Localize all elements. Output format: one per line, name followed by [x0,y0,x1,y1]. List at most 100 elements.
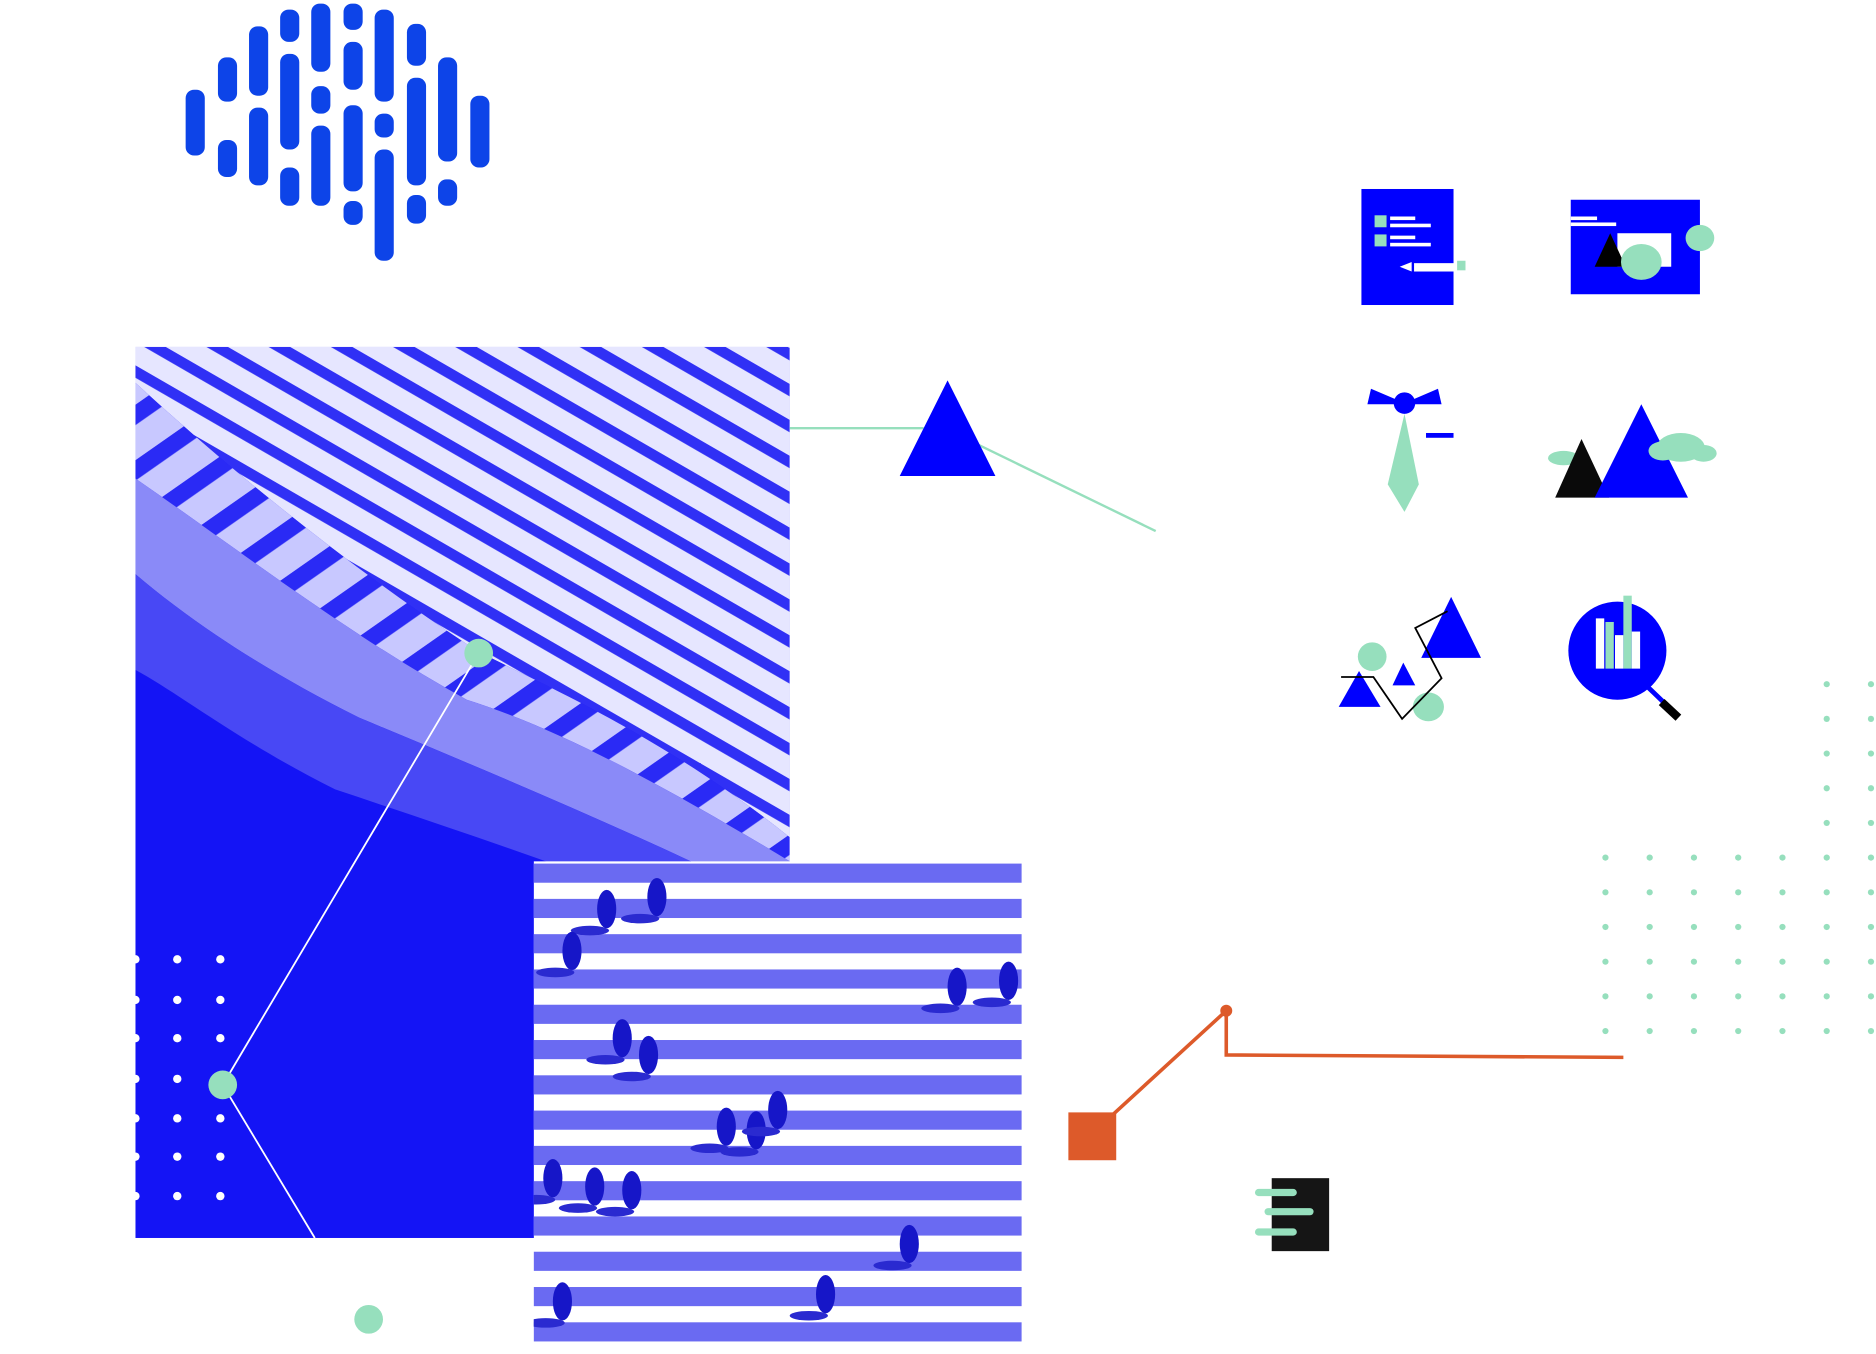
pedestrian-shadow [558,1203,598,1213]
mint-dot [1690,993,1698,1000]
mint-dot [1867,715,1875,722]
mint-dot [1602,889,1609,896]
mint-dot [1867,1027,1875,1035]
mint-dot [1823,819,1830,827]
pedestrian-shadow [873,1260,912,1271]
logo-bar [280,167,300,206]
white-dot [173,1074,182,1084]
orange-node [1220,1004,1233,1017]
mint-dot [1823,1027,1830,1035]
logo-bar [343,105,363,192]
mint-dot [1602,993,1609,1000]
pedestrian-shadow [921,1003,960,1014]
crosswalk-stripe [533,1216,1022,1236]
white-dot [216,1114,225,1123]
logo-bar [343,3,363,30]
logo-bar [280,9,300,42]
triangle-icon [899,380,996,477]
pedestrian [815,1275,836,1314]
pedestrian [562,931,582,971]
pedestrian [716,1107,736,1146]
mint-dot [1779,958,1786,965]
white-dot [173,1114,182,1123]
logo-bar [470,95,490,168]
mint-dot [1823,889,1830,896]
crosswalk-stripe [533,934,1022,954]
mint-node [354,1304,384,1334]
crosswalk-stripe [533,1075,1022,1095]
mint-dot [1646,854,1653,861]
mint-dot [1867,923,1875,931]
mint-dot [1823,923,1830,931]
mint-dot [1779,889,1786,896]
mint-dot [1602,958,1609,965]
white-dot [131,1034,140,1043]
logo-bar [311,125,331,206]
white-dot [131,1191,140,1201]
crosswalk-stripe [533,1181,1022,1201]
white-dot [216,1191,225,1201]
logo-bar [280,53,300,150]
pedestrian [638,1035,659,1075]
white-dot [173,1191,182,1201]
pedestrian-shadow [536,967,575,978]
abstract-shapes-icon [1338,596,1482,722]
mint-dot [1646,993,1653,1000]
mint-dot [1867,854,1875,861]
mint-dot-grid [1602,681,1875,1035]
pedestrian-shadow [741,1126,781,1137]
mint-dot [1823,715,1830,722]
logo-bar [185,89,205,156]
mint-dot [1646,1027,1653,1035]
mint-dot [1735,1027,1742,1035]
document-list-icon [1361,188,1466,306]
logo-bar [311,3,331,72]
mint-dot [1735,854,1742,861]
pedestrian-shadow [612,1071,651,1082]
pedestrian [612,1019,632,1058]
pedestrian [999,961,1019,1000]
white-dot [173,1034,182,1043]
mint-dot [1867,819,1875,827]
mint-dot [1867,958,1875,965]
pedestrian [622,1170,642,1210]
mint-dot [1867,681,1875,688]
logo-bar [311,86,331,114]
mint-dot [1867,750,1875,757]
white-dot [131,995,140,1005]
white-dot-grid [131,955,225,1201]
pedestrian-shadow [720,1147,759,1157]
mint-dot [1735,923,1742,931]
mint-dot [1867,889,1875,896]
mint-dot [1823,750,1830,757]
mint-dot [1602,923,1609,931]
mint-dot [1867,785,1875,792]
white-dot [131,1152,140,1161]
necktie-icon [1367,388,1454,512]
mint-dot [1690,1027,1698,1035]
white-dot [216,1152,225,1161]
crosswalk-stripe [533,969,1022,989]
mint-dot [1646,923,1653,931]
mint-dot [1867,993,1875,1000]
mint-node [208,1070,238,1100]
mint-dot [1602,854,1609,861]
white-dot [173,1152,182,1161]
crosswalk-stripe [533,1322,1022,1342]
logo-bar [343,41,363,90]
pedestrian-shadow [789,1310,828,1321]
logo-bar [374,113,394,138]
white-dot [216,955,225,964]
mint-dot [1779,854,1786,861]
white-dot [131,1074,140,1084]
logo-bar [249,107,269,186]
mint-dot [1735,993,1742,1000]
logo-bar [406,77,427,186]
mint-dot [1779,993,1786,1000]
mint-dot [1823,785,1830,792]
logo-bar [374,149,394,261]
mint-node [464,638,494,668]
logo-bar [217,57,238,102]
pedestrian-shadow [570,925,610,936]
